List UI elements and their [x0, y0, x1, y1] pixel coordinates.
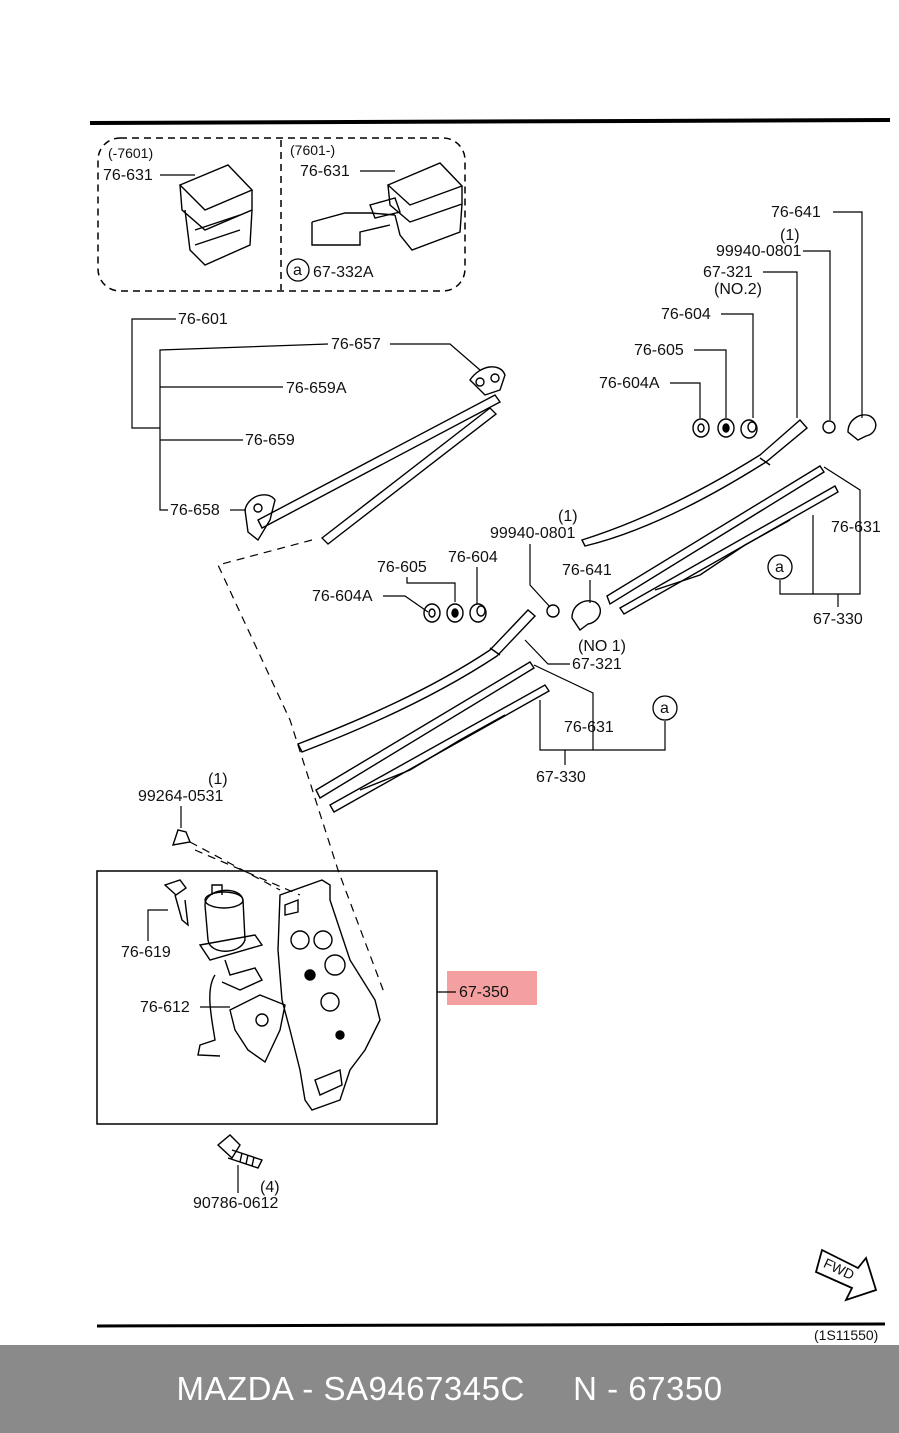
label-76-631-mid: 76-631	[564, 719, 614, 736]
leader-note-a-mid	[593, 721, 666, 751]
label-99264: 99264-0531	[138, 788, 224, 805]
leader-76-657-left	[159, 343, 329, 511]
leader-99940-mid	[529, 544, 551, 608]
note-a-right-label: a	[775, 559, 784, 576]
label-67-321-mid: 67-321	[572, 656, 622, 673]
top-rule	[89, 118, 891, 125]
note-a-circle-right	[767, 554, 793, 580]
inset-right-part-label: 76-631	[300, 163, 350, 180]
label-76-641-top: 76-641	[771, 204, 821, 221]
note-a-inset-label: a	[293, 262, 302, 279]
leader-76-631-right	[812, 466, 861, 595]
label-qty-4: (4)	[260, 1179, 280, 1196]
label-90786: 90786-0612	[193, 1195, 279, 1212]
leader-67-321-top	[763, 271, 798, 418]
leader-76-604a-mid	[383, 595, 429, 613]
leader-67-321-mid	[524, 639, 570, 665]
note-a-circle-inset	[286, 258, 310, 282]
label-76-657: 76-657	[331, 336, 381, 353]
linkage-rods-drawing	[244, 366, 506, 545]
part-info-footer: MAZDA - SA9467345C N - 67350	[0, 1345, 899, 1433]
blade-rubber-old-drawing	[178, 164, 254, 266]
label-no2: (NO.2)	[714, 281, 762, 298]
inset-left-range: (-7601)	[108, 145, 153, 161]
footer-part-info: MAZDA - SA9467345C N - 67350	[176, 1370, 722, 1408]
label-67-330-mid: 67-330	[536, 769, 586, 786]
diagram-code: (1S11550)	[814, 1327, 878, 1343]
leader-note-a-right	[779, 580, 813, 595]
label-76-604-top: 76-604	[661, 306, 711, 323]
label-qty-1-screw: (1)	[208, 771, 228, 788]
label-76-659: 76-659	[245, 432, 295, 449]
footer-gap	[525, 1370, 573, 1407]
leader-99940-top	[803, 250, 831, 420]
leader-76-604a-top	[670, 382, 701, 418]
footer-separator: -	[292, 1370, 324, 1407]
label-76-659a: 76-659A	[286, 380, 347, 397]
label-76-604a-mid: 76-604A	[312, 588, 373, 605]
label-76-605-top: 76-605	[634, 342, 684, 359]
label-76-612: 76-612	[140, 999, 190, 1016]
leader-76-619	[147, 909, 168, 941]
label-67-330-right: 67-330	[813, 611, 863, 628]
bottom-rule	[96, 1322, 886, 1328]
label-76-658: 76-658	[170, 502, 220, 519]
label-qty-1-mid: (1)	[558, 508, 578, 525]
wiper-linkage-diagram: (-7601) 76-631 (7601-) 76-631 a 67-332A …	[89, 118, 891, 1343]
washer-set-top	[692, 414, 877, 441]
inset-right-range: (7601-)	[290, 142, 335, 158]
bolt-drawing	[216, 1134, 263, 1169]
label-67-350: 67-350	[459, 984, 509, 1001]
leader-76-605-top	[694, 349, 727, 418]
label-76-605-mid: 76-605	[377, 559, 427, 576]
catalog-ref: N - 67350	[573, 1370, 723, 1407]
wiper-arm-left-drawing	[297, 609, 551, 813]
label-76-631-right: 76-631	[831, 519, 881, 536]
part-number: SA9467345C	[323, 1370, 525, 1407]
label-qty-1-top: (1)	[780, 227, 800, 244]
pivot-dashed-line	[217, 539, 386, 996]
leader-76-631-mid	[533, 664, 594, 751]
motor-assembly-box	[96, 870, 438, 1125]
leader-76-604-top	[721, 313, 754, 418]
leader-76-641-top	[833, 211, 863, 418]
dashed-motor-line	[194, 849, 301, 896]
fwd-arrow-icon: FWD	[814, 1248, 878, 1302]
label-76-604a-top: 76-604A	[599, 375, 660, 392]
label-99940-top: 99940-0801	[716, 243, 802, 260]
leader-76-601	[131, 318, 176, 429]
clip-nut-drawing	[171, 829, 191, 846]
wiper-arm-right-drawing	[581, 419, 839, 615]
inset-right-ref-label: 67-332A	[313, 264, 374, 281]
brand-name: MAZDA	[176, 1370, 293, 1407]
motor-assembly-drawing	[163, 879, 381, 1111]
inset-left-part-label: 76-631	[103, 167, 153, 184]
washer-set-mid	[423, 600, 602, 632]
note-a-mid-label: a	[660, 700, 669, 717]
blade-rubber-inset-box	[97, 137, 466, 292]
label-99940-mid: 99940-0801	[490, 525, 576, 542]
dashed-clip-line	[189, 841, 281, 891]
label-76-619: 76-619	[121, 944, 171, 961]
note-a-circle-mid	[652, 695, 678, 721]
leader-76-657-right	[390, 343, 481, 371]
label-67-321-top: 67-321	[703, 264, 753, 281]
label-76-641-mid: 76-641	[562, 562, 612, 579]
label-no1: (NO 1)	[578, 638, 626, 655]
highlight-67-350	[447, 971, 537, 1005]
label-76-601: 76-601	[178, 311, 228, 328]
blade-rubber-new-drawing	[311, 162, 464, 251]
label-76-604-mid: 76-604	[448, 549, 498, 566]
leader-76-605-mid	[406, 577, 456, 602]
